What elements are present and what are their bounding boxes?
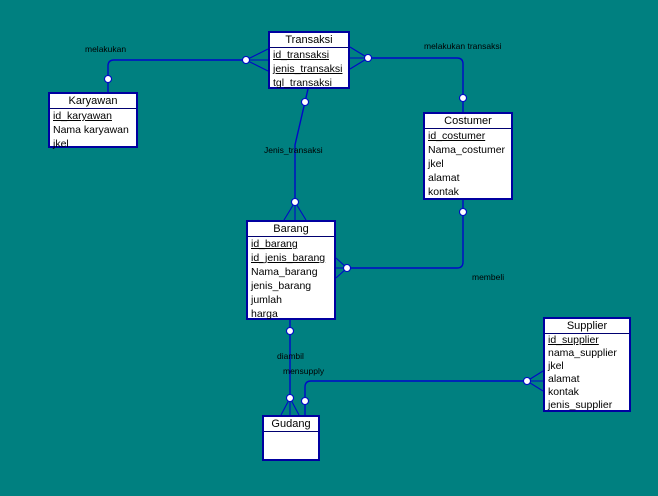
cardinality-dot — [458, 93, 468, 103]
connector-melakukan[interactable] — [103, 48, 269, 92]
connector-line — [304, 380, 527, 415]
relationship-label-mensupply: mensupply — [283, 366, 325, 376]
cardinality-dot — [342, 263, 352, 273]
cardinality-dot — [290, 197, 300, 207]
entity-title: Supplier — [545, 319, 629, 334]
entity-karyawan[interactable]: Karyawan id_karyawan Nama karyawan jkel — [48, 92, 138, 150]
cardinality-dot — [458, 207, 468, 217]
connector-jenis-transaksi[interactable] — [283, 88, 310, 221]
entity-title: Karyawan — [50, 94, 136, 109]
entity-barang[interactable]: Barang id_barang id_jenis_barang Nama_ba… — [246, 220, 336, 320]
relationship-label-melakukan: melakukan — [85, 44, 127, 54]
entity-field: Nama_costumer — [428, 144, 506, 156]
entity-field: jkel — [428, 158, 444, 170]
entity-transaksi[interactable]: Transaksi id_transaksi jenis_transaksi t… — [268, 31, 350, 89]
connector-melakukan-transaksi[interactable] — [349, 46, 468, 112]
entity-field: jkel — [53, 138, 69, 150]
connector-diambil[interactable] — [280, 318, 300, 416]
cardinality-dot — [363, 53, 373, 63]
entity-field: jenis_transaksi — [273, 63, 343, 75]
connector-line — [347, 199, 464, 269]
entity-costumer[interactable]: Costumer id_costumer Nama_costumer jkel … — [423, 112, 513, 200]
entity-field: id_karyawan — [53, 110, 112, 122]
relationship-label-diambil: diambil — [277, 351, 304, 361]
relationship-label-membeli: membeli — [472, 272, 505, 282]
entity-field: id_transaksi — [273, 49, 330, 61]
entity-field: jenis_supplier — [548, 399, 613, 411]
entity-title: Transaksi — [270, 33, 348, 48]
cardinality-dot — [300, 97, 310, 107]
entity-field: harga — [251, 308, 278, 320]
entity-field: alamat — [428, 172, 460, 184]
entity-field: jenis_barang — [251, 280, 312, 292]
connector-line — [368, 57, 464, 112]
cardinality-dot — [103, 74, 113, 84]
entity-title: Costumer — [425, 114, 511, 129]
entity-field: alamat — [548, 373, 580, 385]
entity-field: kontak — [428, 186, 459, 198]
entity-field: id_costumer — [428, 130, 486, 142]
relationship-label-melakukan-transaksi: melakukan transaksi — [424, 41, 502, 51]
entity-field: kontak — [548, 386, 579, 398]
entity-field: nama_supplier — [548, 347, 617, 359]
entity-title: Barang — [248, 222, 334, 237]
entity-field: jumlah — [251, 294, 282, 306]
cardinality-dot — [241, 55, 251, 65]
cardinality-dot — [285, 326, 295, 336]
entity-supplier[interactable]: Supplier id_supplier nama_supplier jkel … — [543, 317, 631, 412]
cardinality-dot — [285, 393, 295, 403]
entity-field: Nama_barang — [251, 266, 318, 278]
entity-title: Gudang — [264, 417, 318, 432]
cardinality-dot — [300, 396, 310, 406]
cardinality-dot — [522, 376, 532, 386]
connector-membeli[interactable] — [335, 199, 468, 279]
entity-field: id_supplier — [548, 334, 599, 346]
entity-gudang[interactable]: Gudang — [262, 415, 320, 461]
entity-field: Nama karyawan — [53, 124, 129, 136]
connector-line — [294, 88, 309, 202]
connector-line — [107, 59, 246, 92]
entity-field: jkel — [548, 360, 564, 372]
entity-field: tgl_transaksi — [273, 77, 332, 89]
entity-field: id_barang — [251, 238, 298, 250]
entity-field: id_jenis_barang — [251, 252, 326, 264]
relationship-label-jenis-transaksi: Jenis_transaksi — [264, 145, 323, 155]
connector-mensupply[interactable] — [300, 370, 544, 415]
